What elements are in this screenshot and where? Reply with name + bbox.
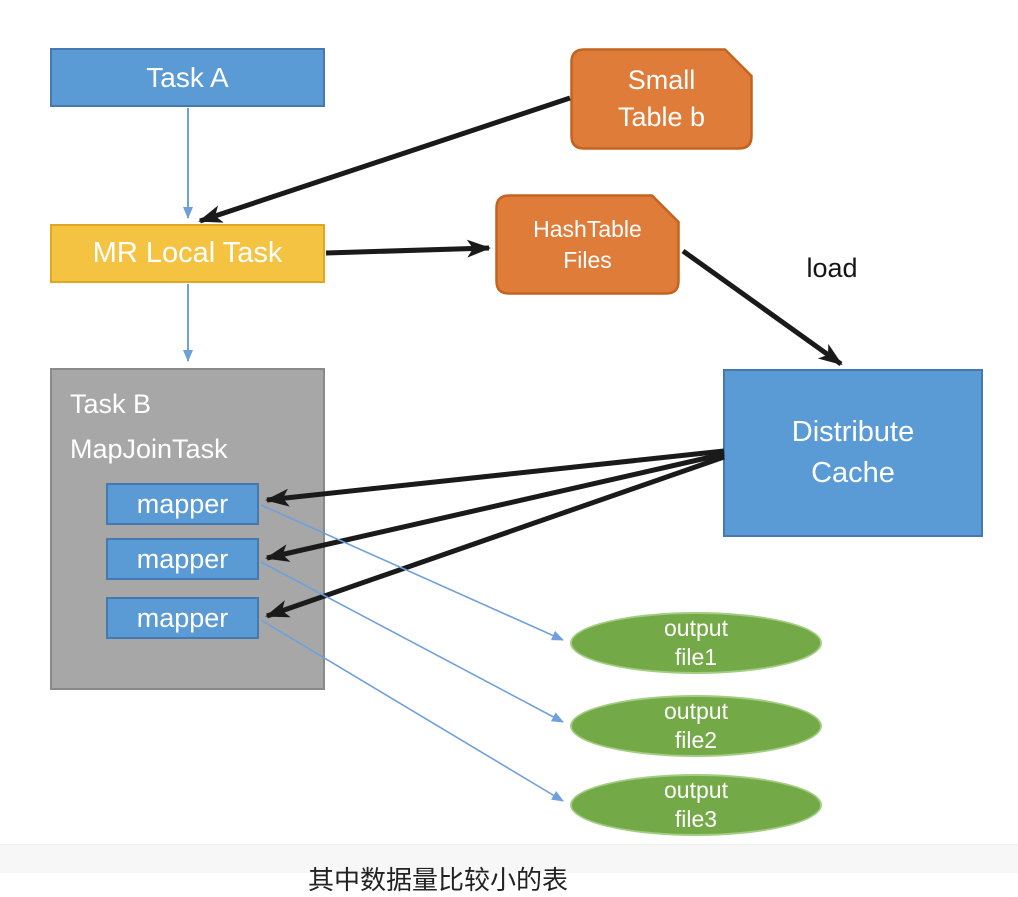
node-mr-local-task: MR Local Task [50, 224, 325, 283]
node-small-table-b-label: Small Table b [617, 65, 706, 132]
node-task-b-mapjointask: Task B MapJoinTask [50, 368, 325, 690]
diagram-canvas: Task A Small Table b MR Local Task HashT… [0, 48, 1018, 895]
node-mr-local-task-label: MR Local Task [92, 237, 283, 269]
node-mapper-2-label: mapper [136, 543, 229, 574]
node-task-a: Task A [50, 48, 325, 107]
node-output-file3: output file3 [570, 774, 822, 836]
snipped-card-shape [570, 48, 753, 150]
edge-distribute-cache-to-mapper-1 [265, 448, 725, 507]
node-mapper-1: mapper [106, 483, 259, 525]
node-output-file3-label: output file3 [664, 777, 728, 832]
node-mapper-3-label: mapper [136, 602, 229, 633]
node-distribute-cache-label: Distribute Cache [791, 416, 915, 489]
node-task-a-label: Task A [146, 61, 229, 93]
node-output-file1: output file1 [570, 612, 822, 674]
node-hashtable-files: HashTable Files [495, 194, 680, 295]
edge-distribute-cache-to-mapper-2 [265, 451, 725, 562]
edge-mr-local-task-to-hashtable-files [325, 239, 491, 258]
node-output-file2: output file2 [570, 695, 822, 757]
node-task-b-label: Task B MapJoinTask [70, 389, 228, 464]
clipped-caption: 其中数据量比较小的表 [308, 865, 569, 895]
node-mapper-3: mapper [106, 597, 259, 639]
node-mapper-1-label: mapper [136, 488, 229, 519]
node-mapper-2: mapper [106, 538, 259, 580]
edge-label-load: load [806, 253, 858, 283]
bottom-strip [0, 844, 1018, 873]
node-small-table-b: Small Table b [570, 48, 753, 150]
edge-distribute-cache-to-mapper-3 [265, 454, 725, 619]
node-output-file1-label: output file1 [664, 615, 728, 670]
node-output-file2-label: output file2 [664, 698, 728, 753]
node-distribute-cache: Distribute Cache [723, 369, 983, 537]
node-hashtable-files-label: HashTable Files [533, 215, 642, 273]
